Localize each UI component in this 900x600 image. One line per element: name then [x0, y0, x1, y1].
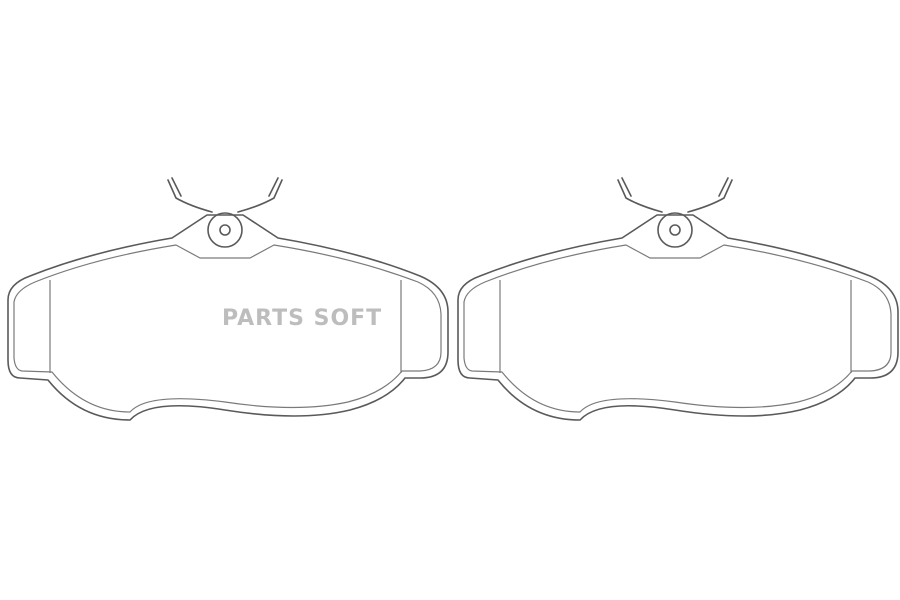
- pad-outer-outline: [7, 214, 449, 421]
- brake-pad-left: [7, 177, 449, 421]
- spring-clip-wire: [167, 177, 283, 213]
- mounting-eye-inner: [219, 224, 231, 236]
- mounting-eye-outer: [207, 212, 243, 248]
- watermark-text: PARTS SOFT: [222, 306, 383, 331]
- brake-pad-right: [457, 177, 899, 421]
- pad-inner-outline: [13, 244, 442, 413]
